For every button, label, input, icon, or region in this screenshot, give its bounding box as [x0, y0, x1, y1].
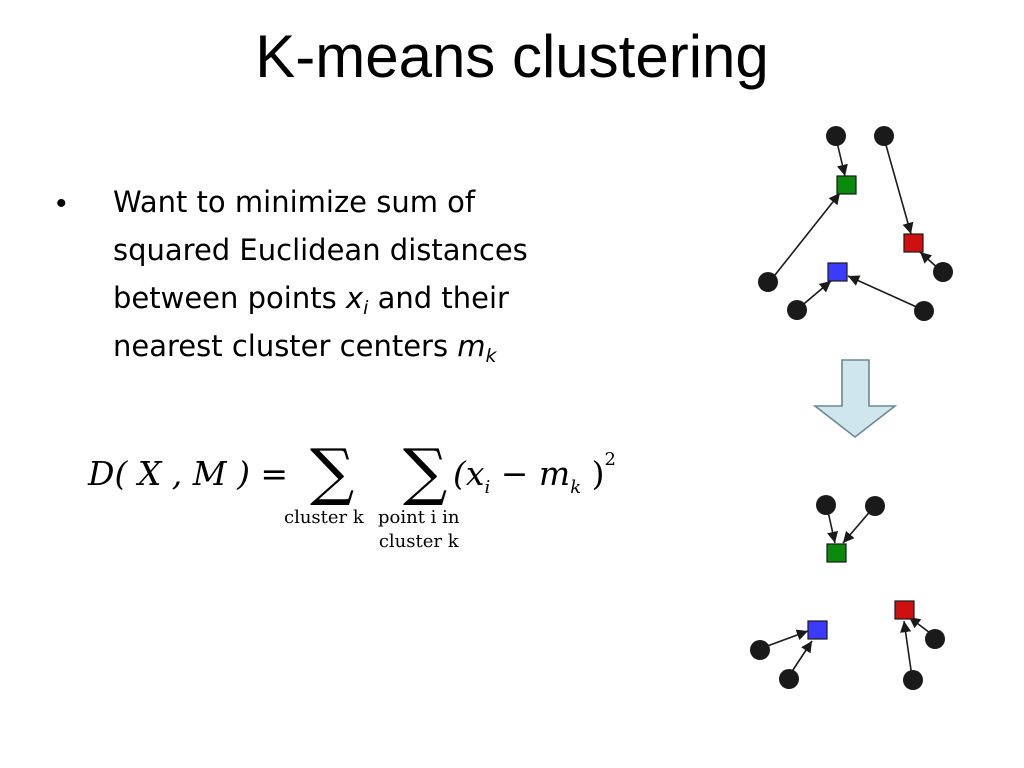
- bullet-line-2: squared Euclidean distances: [113, 233, 528, 267]
- tail-minus: −: [490, 454, 539, 493]
- objective-formula: D( X , M ) = ∑ ∑ (xi − mk )2 cluster k p…: [88, 436, 628, 566]
- data-point: [865, 496, 885, 516]
- cluster-center-green: [826, 543, 847, 563]
- assignment-arrow: [847, 275, 922, 310]
- cluster-center-red: [903, 233, 924, 253]
- sum2-limit: point i in cluster k: [378, 506, 460, 554]
- cluster-center-blue: [807, 620, 828, 640]
- data-point: [903, 670, 923, 690]
- sum2-limit-line1: point i in: [378, 507, 460, 528]
- formula-lhs: D( X , M ) =: [88, 454, 289, 493]
- data-point: [933, 262, 953, 282]
- slide-title: K-means clustering: [255, 23, 769, 90]
- assignment-arrow: [900, 620, 913, 678]
- bullet-line-1: Want to minimize sum of: [113, 185, 476, 219]
- data-point: [787, 300, 807, 320]
- bullet-line-4: nearest cluster centers mk: [113, 322, 593, 370]
- down-arrow-icon: [812, 359, 898, 439]
- sum-symbol-points: ∑: [403, 435, 448, 508]
- bullet-symbol: •: [56, 187, 67, 220]
- sum2-limit-line2: cluster k: [378, 531, 459, 552]
- tail-open: (: [453, 454, 466, 493]
- assignment-arrow: [842, 507, 874, 544]
- formula-tail: (xi − mk )2: [453, 451, 616, 497]
- data-point: [874, 126, 894, 146]
- data-point: [758, 272, 778, 292]
- tail-k: k: [570, 477, 582, 498]
- data-point: [750, 640, 770, 660]
- bullet-line-3-post: and their: [368, 281, 509, 315]
- cluster-center-red: [894, 600, 915, 620]
- sub-k: k: [485, 345, 497, 367]
- sum-symbol-clusters: ∑: [310, 435, 355, 508]
- assignment-arrow: [883, 137, 914, 235]
- tail-i: i: [484, 477, 491, 498]
- assignment-arrow: [761, 629, 809, 649]
- data-point: [816, 495, 836, 515]
- data-point: [826, 126, 846, 146]
- bullet-line-3: between points xi and their: [113, 274, 593, 322]
- sub-i: i: [363, 297, 369, 319]
- var-x: x: [345, 281, 364, 315]
- after-clusters: [750, 495, 945, 690]
- bullet-line-3-pre: between points: [113, 281, 346, 315]
- tail-m: m: [538, 454, 571, 493]
- tail-x: x: [465, 454, 485, 493]
- assignment-arrow: [770, 192, 841, 281]
- data-point: [914, 301, 934, 321]
- tail-close: ): [581, 454, 605, 493]
- cluster-center-blue: [827, 262, 848, 282]
- sum1-limit: cluster k: [284, 507, 364, 528]
- data-point: [779, 669, 799, 689]
- bullet-text: Want to minimize sum of squared Euclidea…: [113, 178, 593, 370]
- bullet-line-4-pre: nearest cluster centers: [113, 329, 458, 363]
- tail-exponent: 2: [604, 449, 616, 470]
- data-point: [925, 629, 945, 649]
- before-clusters: [758, 126, 953, 321]
- cluster-center-green: [836, 175, 857, 195]
- var-m: m: [457, 329, 486, 363]
